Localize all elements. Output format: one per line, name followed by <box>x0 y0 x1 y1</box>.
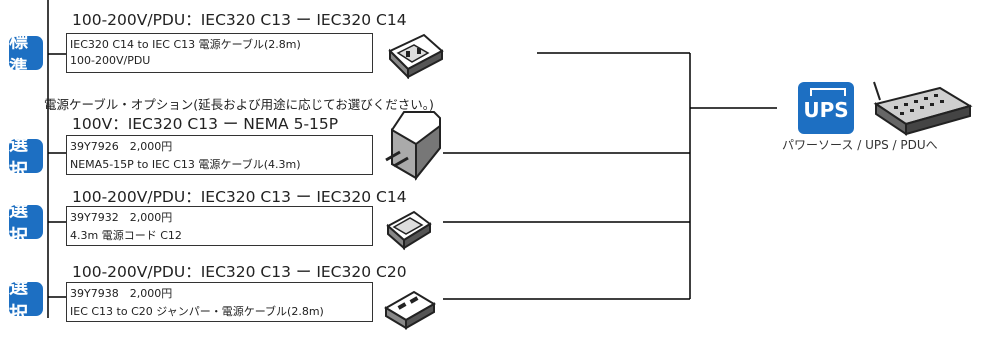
option-3-line1: 39Y7938 2,000円 <box>70 287 173 300</box>
badge-option-1: 選択 <box>9 133 43 182</box>
standard-header: 100-200V/PDU：IEC320 C13 ー IEC320 C14 <box>72 11 407 29</box>
option-3-header: 100-200V/PDU：IEC320 C13 ー IEC320 C20 <box>72 263 407 281</box>
pdu-strip-icon <box>873 81 973 136</box>
option-1-header: 100V：IEC320 C13 ー NEMA 5-15P <box>72 115 339 133</box>
badge-option-3: 選択 <box>9 276 43 325</box>
option-1-line2: NEMA5-15P to IEC C13 電源ケーブル(4.3m) <box>70 158 301 171</box>
standard-line1: IEC320 C14 to IEC C13 電源ケーブル(2.8m) <box>70 38 301 51</box>
c14-connector-icon <box>386 210 432 251</box>
option-2-box: 39Y7932 2,000円 4.3m 電源コード C12 <box>66 206 373 246</box>
option-2-header: 100-200V/PDU：IEC320 C13 ー IEC320 C14 <box>72 188 407 206</box>
power-source-label: パワーソース / UPS / PDUへ <box>782 138 938 152</box>
nema-plug-icon <box>385 111 441 181</box>
options-note: 電源ケーブル・オプション(延長および用途に応じてお選びください。) <box>44 97 434 112</box>
ups-battery-icon <box>810 88 846 96</box>
standard-box: IEC320 C14 to IEC C13 電源ケーブル(2.8m) 100-2… <box>66 33 373 73</box>
option-1-box: 39Y7926 2,000円 NEMA5-15P to IEC C13 電源ケー… <box>66 135 373 175</box>
badge-standard: 標準 <box>9 30 43 79</box>
badge-option-2: 選択 <box>9 199 43 248</box>
c13-connector-icon <box>388 33 444 79</box>
option-2-line2: 4.3m 電源コード C12 <box>70 229 182 242</box>
c20-connector-icon <box>384 290 436 330</box>
option-1-line1: 39Y7926 2,000円 <box>70 140 173 153</box>
ups-logo: UPS <box>798 82 854 134</box>
option-3-box: 39Y7938 2,000円 IEC C13 to C20 ジャンパー・電源ケー… <box>66 282 373 322</box>
standard-line2: 100-200V/PDU <box>70 54 151 67</box>
option-3-line2: IEC C13 to C20 ジャンパー・電源ケーブル(2.8m) <box>70 305 324 318</box>
ups-logo-text: UPS <box>803 98 849 122</box>
option-2-line1: 39Y7932 2,000円 <box>70 211 173 224</box>
